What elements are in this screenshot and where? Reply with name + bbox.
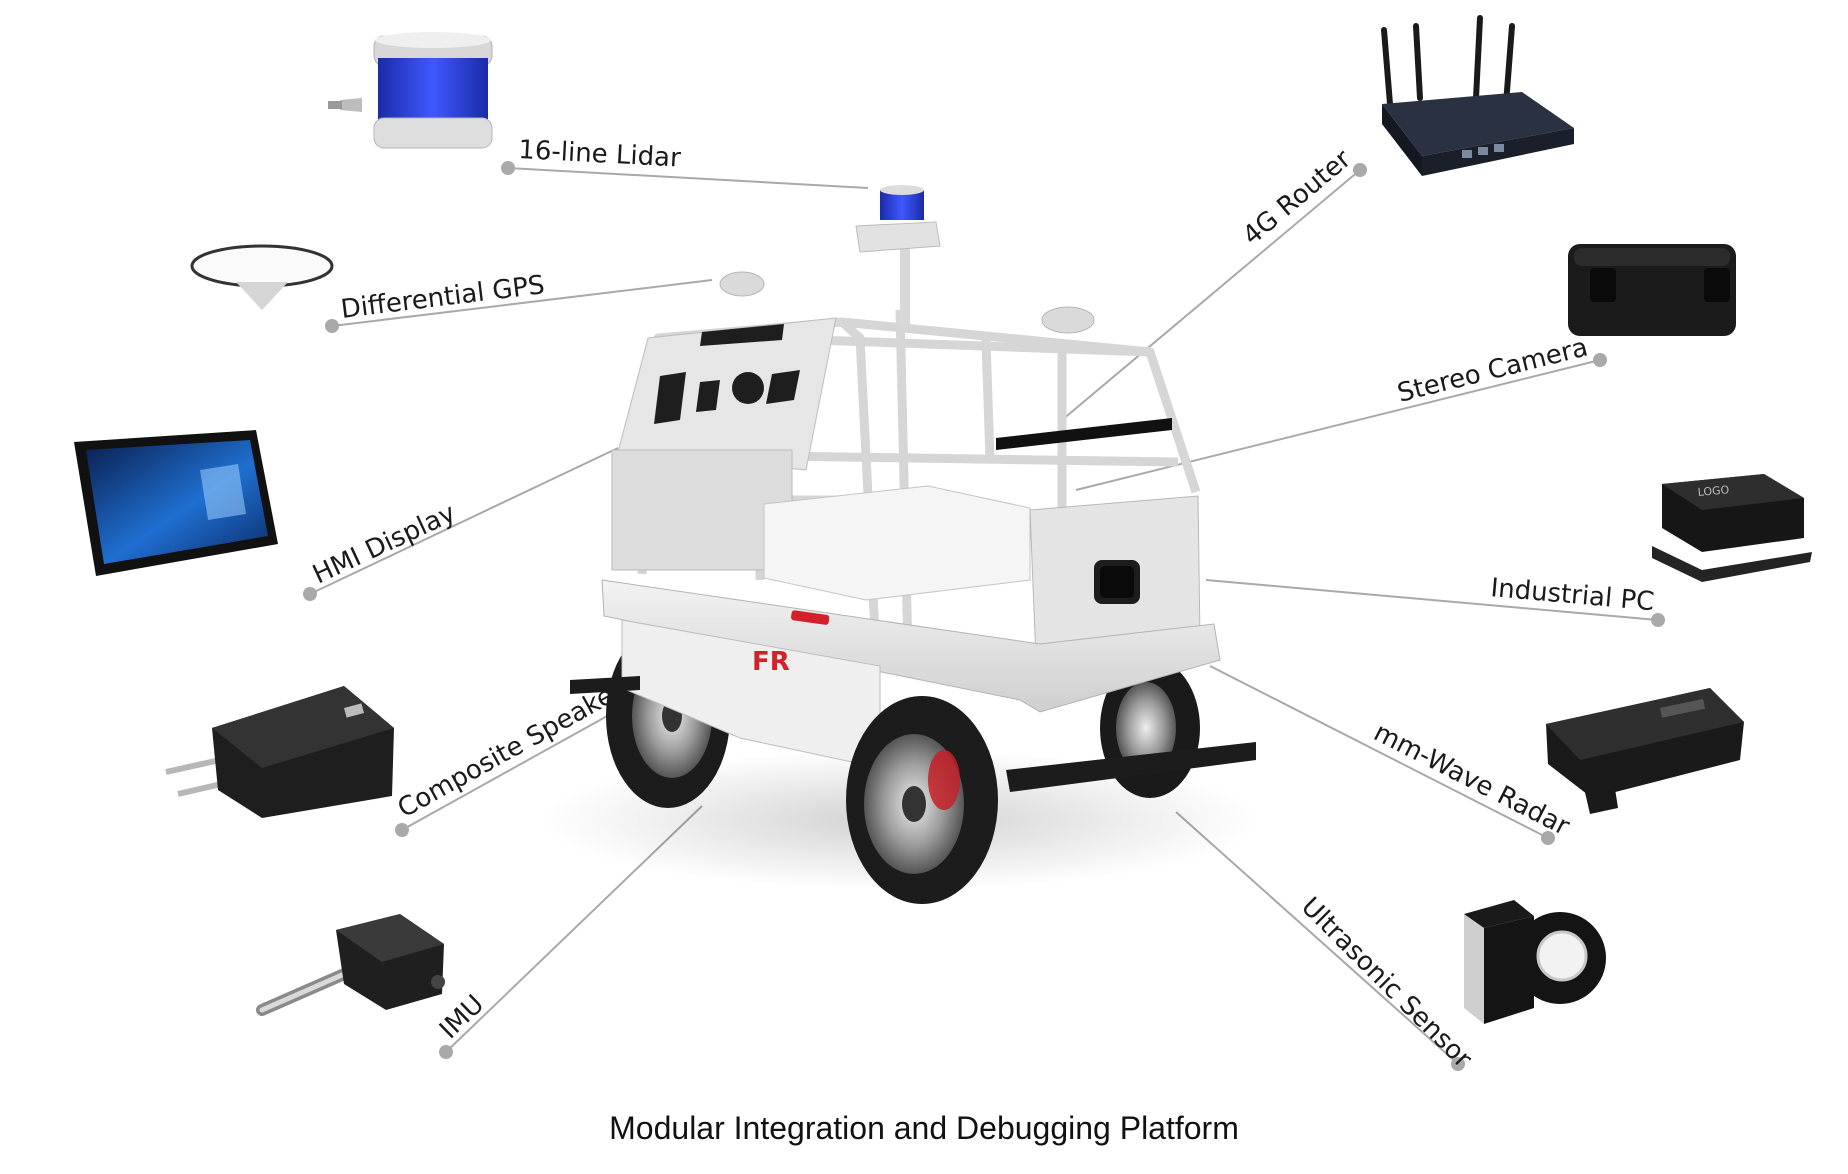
router-icon [1381, 15, 1574, 176]
leader-lidar [507, 167, 869, 189]
label-imu: IMU [434, 989, 490, 1045]
label-ultrasonic: Ultrasonic Sensor [1295, 892, 1478, 1075]
lidar-icon [328, 32, 493, 149]
stereo-camera-icon [1568, 244, 1736, 336]
leader-gps [331, 279, 713, 327]
gps-antenna-icon [190, 244, 334, 310]
label-radar: mm-Wave Radar [1369, 718, 1575, 843]
mounted-gps-antennas [719, 271, 1095, 334]
leader-ipc [1205, 579, 1659, 621]
leader-stereo [1075, 359, 1601, 491]
leader-radar [1209, 665, 1549, 839]
label-lidar: 16-line Lidar [518, 135, 682, 173]
svg-text:LOGO: LOGO [1697, 483, 1730, 499]
imu-sensor-icon [256, 914, 445, 1016]
industrial-pc-icon: LOGO [1652, 474, 1812, 582]
radar-module-icon [1546, 688, 1744, 814]
label-hmi: HMI Display [308, 498, 460, 590]
front-bumper [1006, 742, 1256, 792]
diagram-caption: Modular Integration and Debugging Platfo… [609, 1110, 1239, 1146]
vehicle-badge: FR [752, 647, 790, 677]
component-labels: 16-line Lidar Differential GPS HMI Displ… [308, 135, 1655, 1074]
vehicle-illustration: FR [540, 185, 1260, 904]
tablet-display-icon [74, 430, 278, 576]
side-panel-cutouts [654, 324, 800, 424]
leader-speakers [401, 709, 619, 831]
leader-endpoints [303, 161, 1665, 1071]
label-ipc: Industrial PC [1489, 573, 1655, 617]
leader-hmi [309, 447, 619, 595]
ultrasonic-sensor-icon [1464, 900, 1606, 1024]
leader-router [1061, 169, 1361, 421]
speaker-module-icon [165, 686, 394, 818]
mounted-lidar [855, 185, 941, 326]
leader-lines [309, 167, 1659, 1065]
wheel-front-left [846, 696, 998, 904]
label-router: 4G Router [1237, 144, 1357, 251]
label-stereo: Stereo Camera [1394, 333, 1590, 409]
label-gps: Differential GPS [339, 270, 546, 325]
leader-ultrasonic [1175, 811, 1459, 1065]
